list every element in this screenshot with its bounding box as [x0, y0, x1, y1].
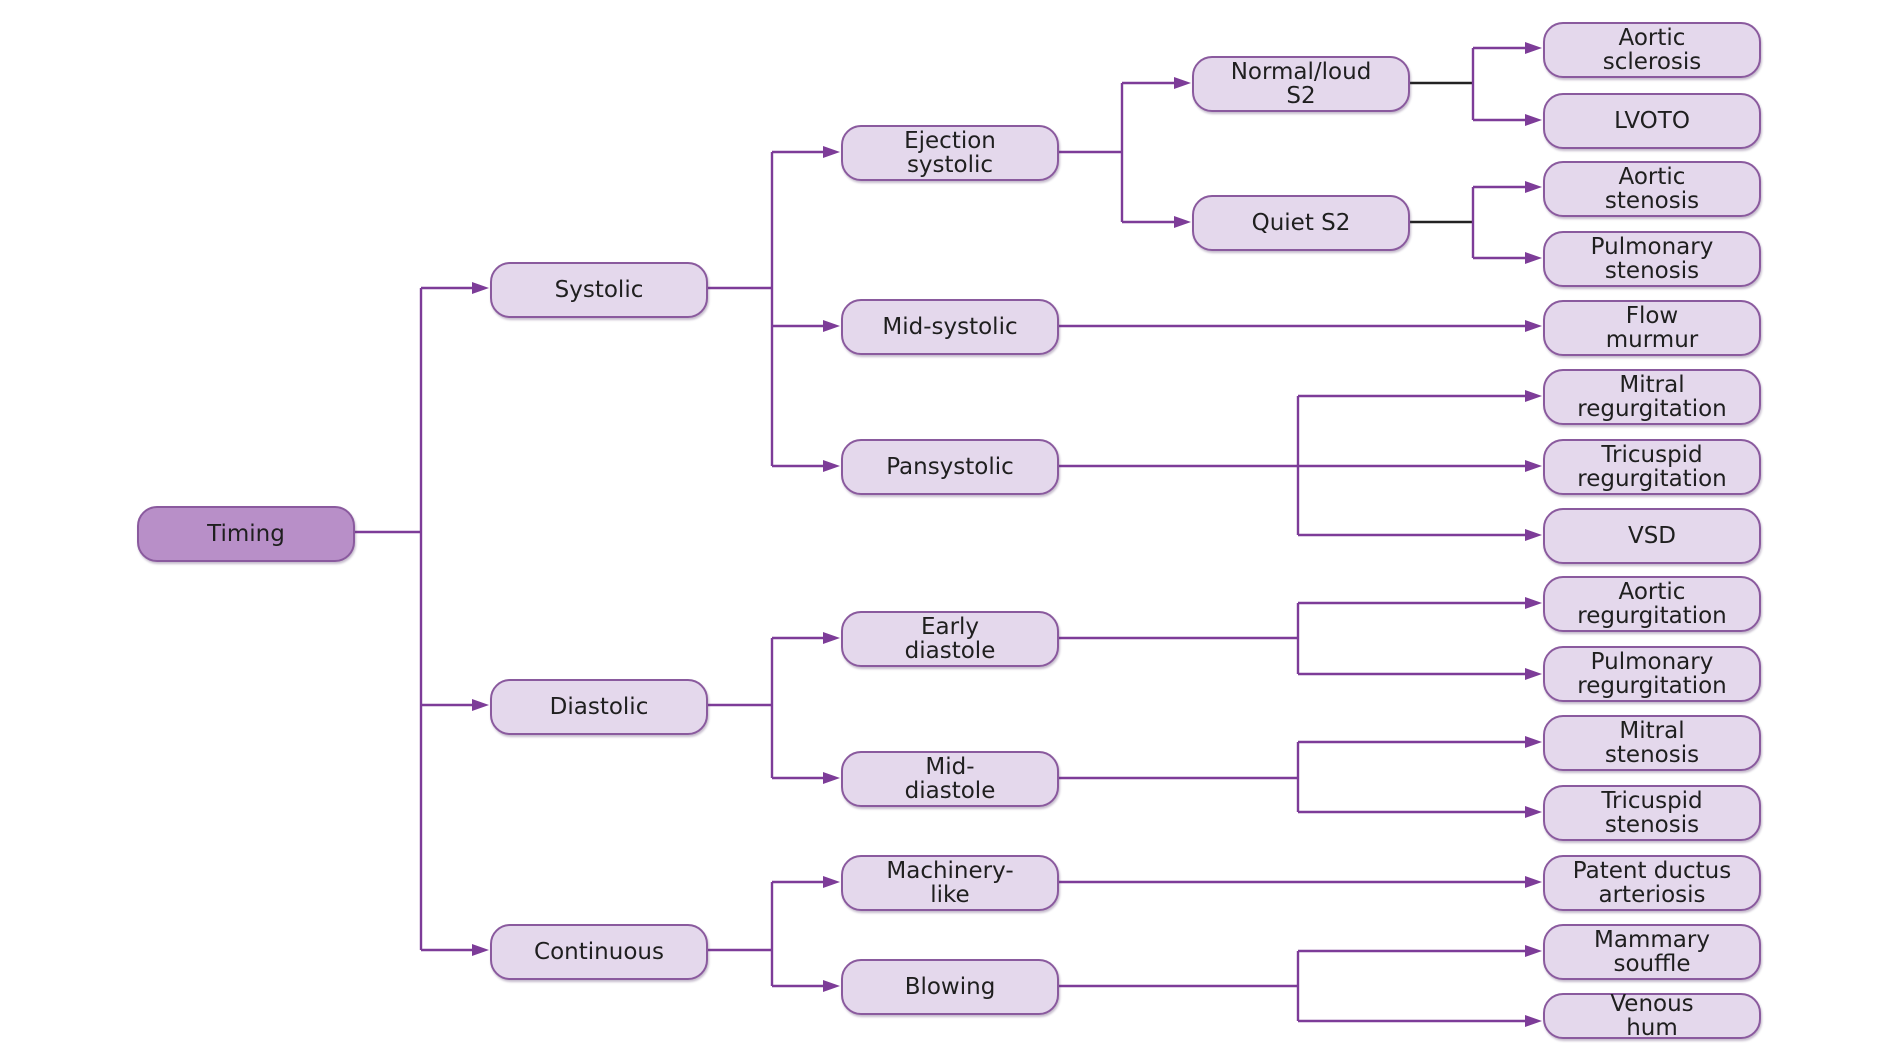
- node-pulmonary-stenosis: Pulmonary stenosis: [1543, 231, 1761, 287]
- node-quiet-s2: Quiet S2: [1192, 195, 1410, 251]
- node-patent-ductus-arteriosis: Patent ductus arteriosis: [1543, 855, 1761, 911]
- node-early-diastole: Early diastole: [841, 611, 1059, 667]
- node-vsd: VSD: [1543, 508, 1761, 564]
- node-label: Tricuspid stenosis: [1601, 788, 1703, 838]
- node-normal-loud-s2: Normal/loud S2: [1192, 56, 1410, 112]
- node-label: Mid- diastole: [904, 754, 996, 804]
- node-label: Mid-systolic: [882, 314, 1018, 340]
- node-label: Tricuspid regurgitation: [1577, 442, 1727, 492]
- node-aortic-stenosis: Aortic stenosis: [1543, 161, 1761, 217]
- node-machinery-like: Machinery- like: [841, 855, 1059, 911]
- node-label: Machinery- like: [886, 858, 1014, 908]
- node-tricuspid-stenosis: Tricuspid stenosis: [1543, 785, 1761, 841]
- node-label: Continuous: [534, 939, 664, 965]
- node-systolic: Systolic: [490, 262, 708, 318]
- node-venous-hum: Venous hum: [1543, 991, 1761, 1041]
- node-label: Mitral stenosis: [1604, 718, 1700, 768]
- node-mitral-regurgitation: Mitral regurgitation: [1543, 369, 1761, 425]
- node-diastolic: Diastolic: [490, 679, 708, 735]
- node-mammary-souffle: Mammary souffle: [1543, 924, 1761, 980]
- node-mid-systolic: Mid-systolic: [841, 299, 1059, 355]
- arrowheads: [472, 42, 1542, 1027]
- node-label: Normal/loud S2: [1230, 59, 1372, 109]
- node-label: Ejection systolic: [904, 128, 996, 178]
- node-label: Mammary souffle: [1594, 927, 1710, 977]
- node-label: Blowing: [904, 974, 996, 1000]
- node-label: Aortic stenosis: [1604, 164, 1700, 214]
- node-label: Pansystolic: [886, 454, 1014, 480]
- node-label: Pulmonary stenosis: [1590, 234, 1714, 284]
- node-continuous: Continuous: [490, 924, 708, 980]
- node-label: VSD: [1627, 523, 1677, 549]
- node-flow-murmur: Flow murmur: [1543, 300, 1761, 356]
- node-timing: Timing: [137, 506, 355, 562]
- node-lvoto: LVOTO: [1543, 93, 1761, 149]
- node-aortic-regurgitation: Aortic regurgitation: [1543, 576, 1761, 632]
- node-label: Pulmonary regurgitation: [1577, 649, 1727, 699]
- node-blowing: Blowing: [841, 959, 1059, 1015]
- node-mid-diastole: Mid- diastole: [841, 751, 1059, 807]
- node-pulmonary-regurgitation: Pulmonary regurgitation: [1543, 646, 1761, 702]
- node-label: Systolic: [554, 277, 644, 303]
- node-label: Diastolic: [549, 694, 649, 720]
- node-label: Aortic regurgitation: [1577, 579, 1727, 629]
- node-label: LVOTO: [1614, 108, 1690, 134]
- node-label: Timing: [207, 521, 285, 547]
- node-pansystolic: Pansystolic: [841, 439, 1059, 495]
- node-ejection-systolic: Ejection systolic: [841, 125, 1059, 181]
- node-label: Mitral regurgitation: [1577, 372, 1727, 422]
- node-label: Venous hum: [1610, 991, 1694, 1041]
- node-label: Early diastole: [904, 614, 996, 664]
- node-label: Quiet S2: [1251, 210, 1351, 236]
- node-label: Aortic sclerosis: [1602, 25, 1702, 75]
- node-aortic-sclerosis: Aortic sclerosis: [1543, 22, 1761, 78]
- node-label: Flow murmur: [1605, 303, 1699, 353]
- node-tricuspid-regurgitation: Tricuspid regurgitation: [1543, 439, 1761, 495]
- node-label: Patent ductus arteriosis: [1572, 858, 1732, 908]
- node-mitral-stenosis: Mitral stenosis: [1543, 715, 1761, 771]
